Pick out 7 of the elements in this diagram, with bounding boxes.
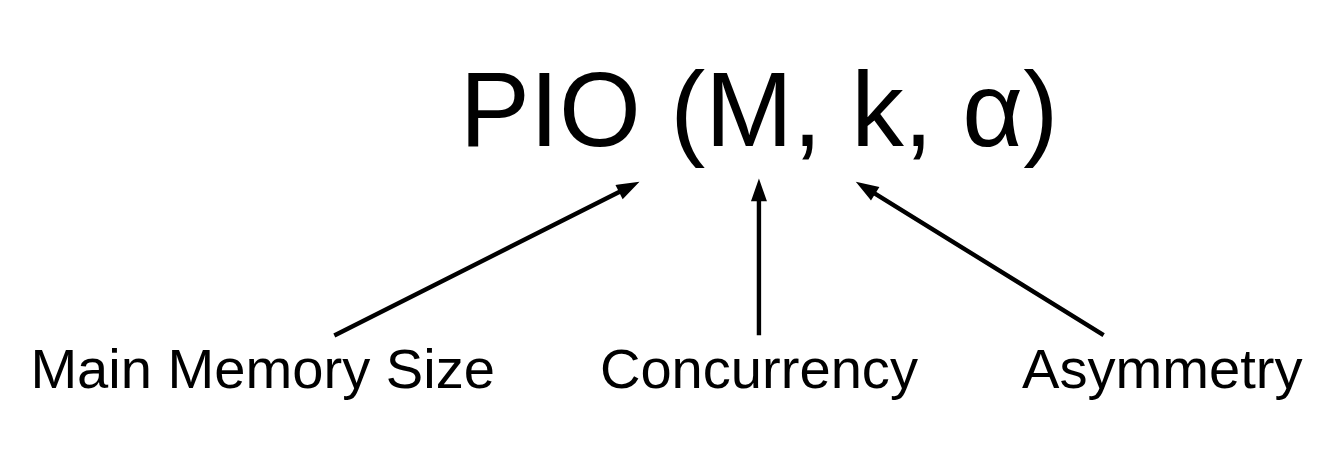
node-text: Concurrency <box>599 336 918 400</box>
arrow <box>333 181 640 338</box>
node-text: Main Memory Size <box>30 336 495 400</box>
arrow <box>855 181 1105 338</box>
arrow <box>750 178 767 336</box>
node-text: Asymmetry <box>1021 336 1303 400</box>
node-text: PIO (M, k, α) <box>459 51 1059 169</box>
